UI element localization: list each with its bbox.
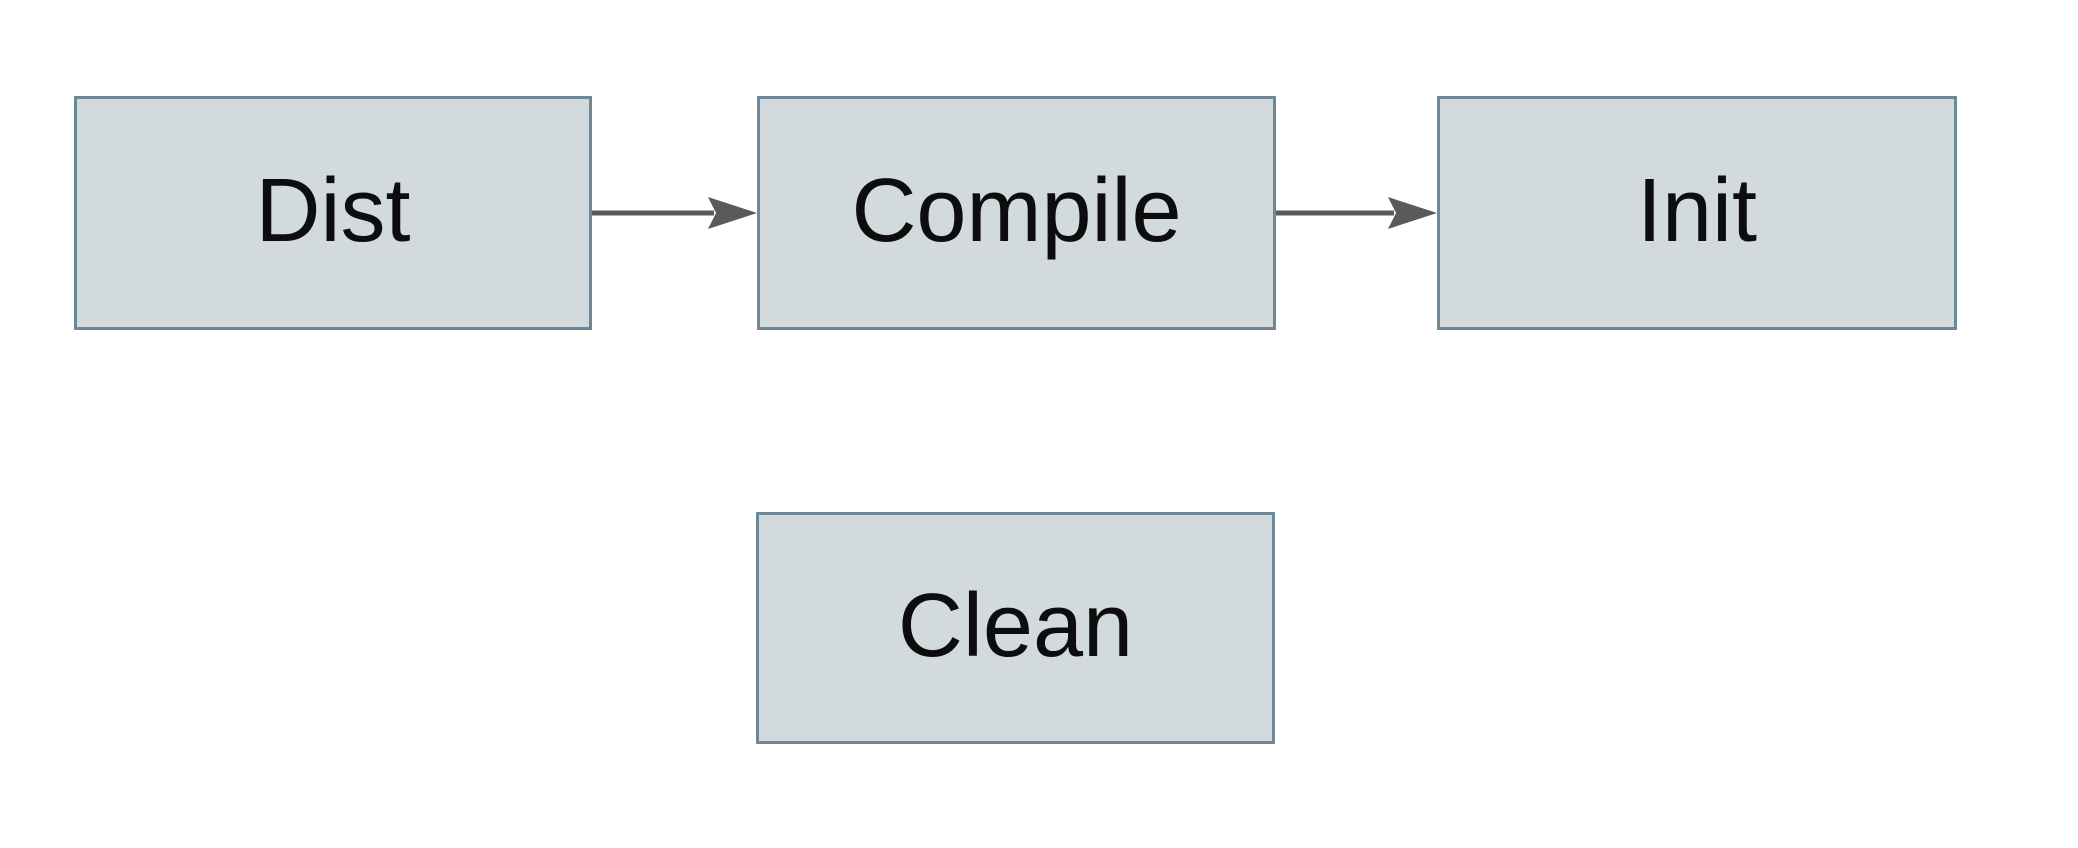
node-compile: Compile (757, 96, 1276, 330)
node-dist-label: Dist (255, 161, 411, 261)
node-init-label: Init (1636, 161, 1758, 261)
arrow-dist-to-compile-icon (592, 197, 757, 229)
node-clean: Clean (756, 512, 1275, 744)
node-clean-label: Clean (897, 576, 1134, 676)
arrow-compile-to-init-icon (1276, 197, 1437, 229)
node-dist: Dist (74, 96, 592, 330)
node-init: Init (1437, 96, 1957, 330)
node-compile-label: Compile (851, 161, 1182, 261)
